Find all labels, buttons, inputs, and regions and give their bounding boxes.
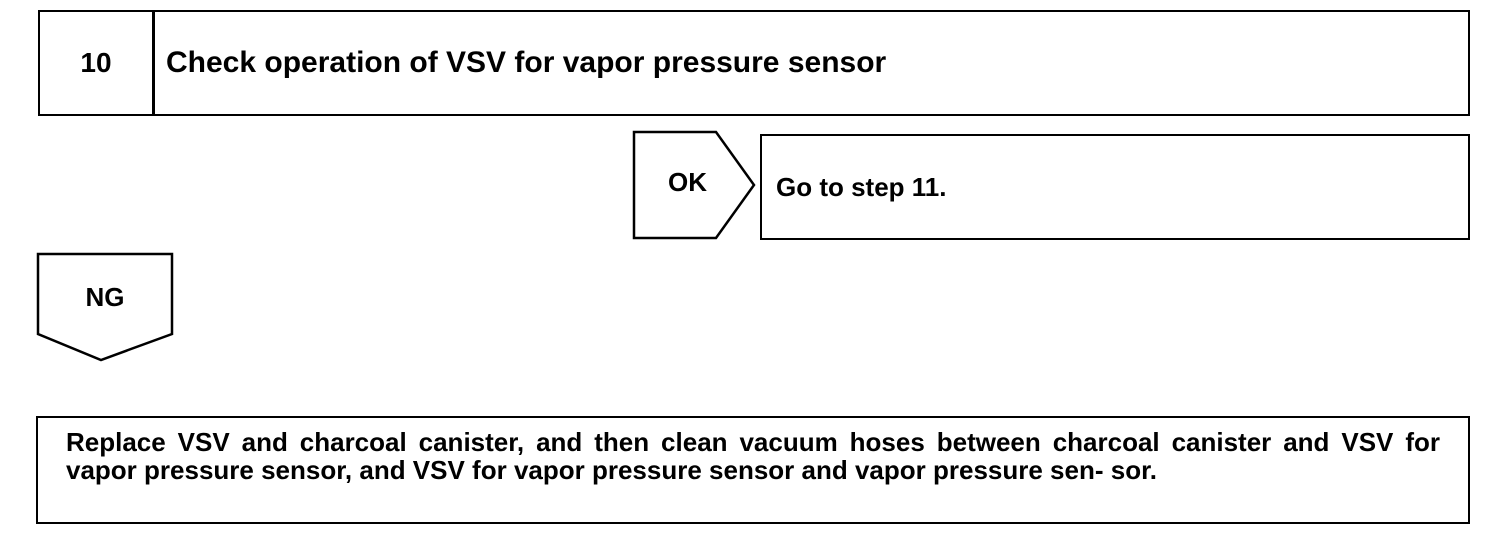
ok-arrow-shape [632,130,756,240]
ok-result-box: Go to step 11. [760,134,1470,240]
ng-result-text: Replace VSV and charcoal canister, and t… [66,427,1440,485]
ok-label: OK [668,167,707,197]
ng-label: NG [85,282,125,312]
step-number: 10 [40,12,155,114]
ng-arrow-shape [36,252,174,362]
ok-result-text: Go to step 11. [776,171,947,202]
step-box: 10 Check operation of VSV for vapor pres… [38,10,1470,116]
ng-result-box: Replace VSV and charcoal canister, and t… [36,416,1470,524]
step-title: Check operation of VSV for vapor pressur… [166,46,887,79]
